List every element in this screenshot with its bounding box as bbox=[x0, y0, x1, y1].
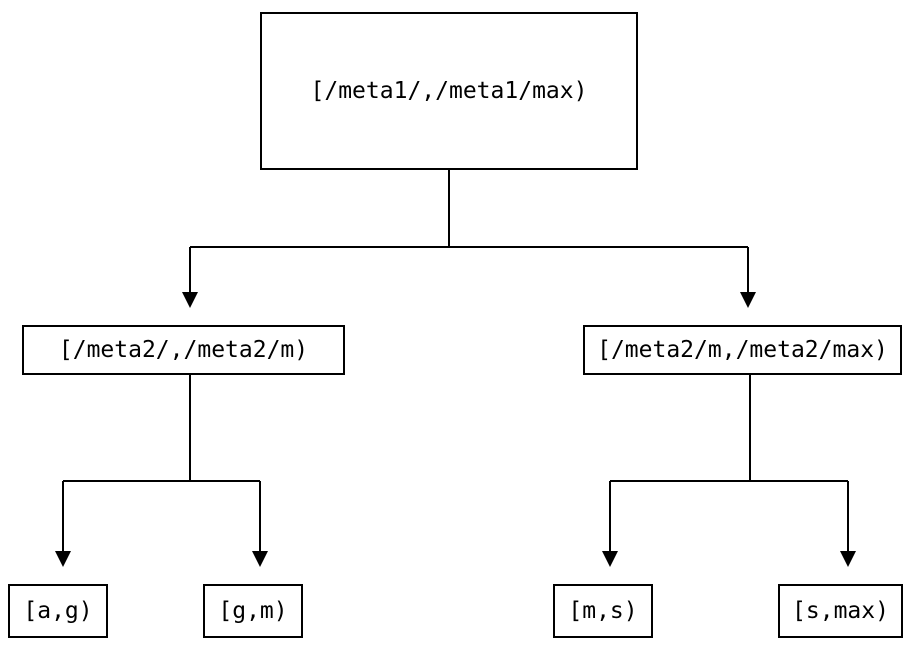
arrowhead-down-icon bbox=[55, 551, 71, 567]
arrowhead-down-icon bbox=[182, 292, 198, 308]
node-right-child: [/meta2/m,/meta2/max) bbox=[583, 325, 902, 375]
node-right-child-label: [/meta2/m,/meta2/max) bbox=[597, 337, 888, 363]
arrowhead-down-icon bbox=[602, 551, 618, 567]
node-leaf-smax-label: [s,max) bbox=[792, 598, 889, 624]
node-leaf-ag-label: [a,g) bbox=[23, 598, 93, 624]
node-leaf-ms-label: [m,s) bbox=[568, 598, 638, 624]
arrowhead-down-icon bbox=[840, 551, 856, 567]
node-root-label: [/meta1/,/meta1/max) bbox=[310, 78, 588, 104]
arrowhead-down-icon bbox=[252, 551, 268, 567]
node-leaf-gm: [g,m) bbox=[203, 584, 303, 638]
node-leaf-gm-label: [g,m) bbox=[218, 598, 288, 624]
node-leaf-ms: [m,s) bbox=[553, 584, 653, 638]
node-leaf-ag: [a,g) bbox=[8, 584, 108, 638]
node-root: [/meta1/,/meta1/max) bbox=[260, 12, 638, 170]
node-left-child: [/meta2/,/meta2/m) bbox=[22, 325, 345, 375]
arrowhead-down-icon bbox=[740, 292, 756, 308]
node-left-child-label: [/meta2/,/meta2/m) bbox=[58, 337, 309, 363]
node-leaf-smax: [s,max) bbox=[778, 584, 903, 638]
